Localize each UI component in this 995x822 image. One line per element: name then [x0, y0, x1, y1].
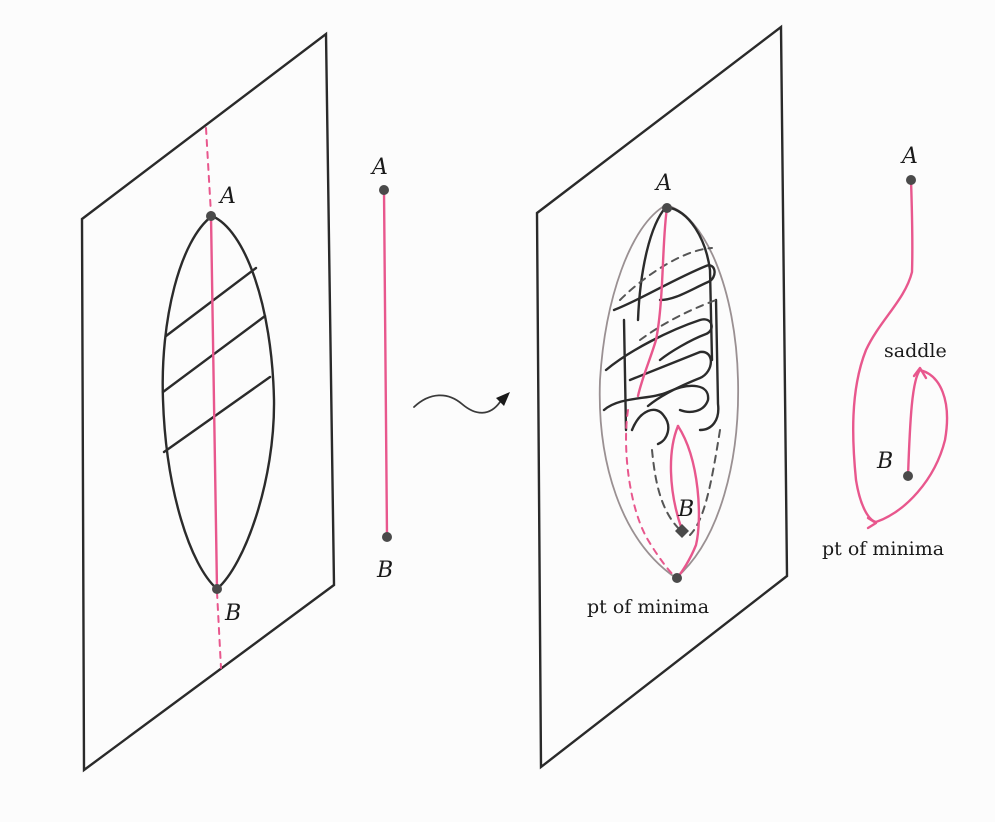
right-hidden-curve-3: [651, 449, 681, 531]
graph-path-A-to-minima: [851, 178, 914, 524]
left-point-A: [206, 211, 216, 221]
graph-label-B: B: [876, 449, 893, 474]
left-label-B: B: [224, 601, 241, 626]
right-point-minima: [672, 573, 682, 583]
right-hidden-curve-1: [619, 247, 713, 301]
graph-path-loop: [874, 368, 949, 524]
left-ellipse: [161, 214, 276, 591]
left-chord-1: [164, 266, 258, 338]
left-axis-inside: [209, 214, 219, 591]
graph-label-saddle: saddle: [884, 340, 947, 362]
left-segment: A B: [370, 155, 393, 583]
right-label-B: B: [677, 497, 694, 522]
right-surface-top: [636, 205, 714, 362]
left-chord-3: [162, 375, 272, 454]
segment-line: [382, 188, 389, 539]
right-surface-coil-2: [604, 318, 713, 372]
right-surface-coil-1: [612, 264, 716, 312]
right-surface-handle: [622, 318, 670, 446]
left-label-A: A: [218, 184, 236, 209]
segment-point-B: [382, 532, 392, 542]
graph-minima-tick: [866, 516, 878, 530]
squiggle-arrow: [413, 392, 510, 414]
left-point-B: [212, 584, 222, 594]
right-scene: A B pt of minima: [535, 24, 789, 770]
right-path-lower: [675, 424, 701, 580]
left-axis-below: [216, 591, 222, 669]
segment-label-A: A: [370, 155, 388, 180]
right-path-inner: [669, 424, 684, 532]
right-path-hidden: [625, 409, 677, 579]
right-graph: A saddle B pt of minima: [822, 144, 949, 560]
squiggle-arrow-head: [496, 392, 510, 406]
graph-label-A: A: [900, 144, 918, 169]
graph-label-minima: pt of minima: [822, 538, 944, 560]
right-label-A: A: [654, 171, 672, 196]
left-axis-above: [205, 127, 212, 215]
right-surface-coil-4: [602, 384, 710, 414]
segment-point-A: [379, 185, 389, 195]
right-hidden-curve-2: [639, 299, 717, 341]
graph-saddle-tick: [912, 366, 928, 380]
right-label-minima: pt of minima: [587, 596, 709, 618]
graph-point-B: [903, 471, 913, 481]
right-point-B: [675, 524, 689, 538]
right-plane: [535, 24, 789, 770]
right-point-A: [662, 203, 672, 213]
segment-label-B: B: [376, 558, 393, 583]
right-surface-side: [698, 298, 720, 432]
squiggle-arrow-line: [413, 394, 501, 414]
left-scene: A B: [80, 31, 336, 773]
right-path-upper: [636, 206, 669, 398]
left-plane: [80, 31, 336, 773]
graph-point-A: [906, 175, 916, 185]
right-hidden-curve-4: [689, 429, 721, 536]
